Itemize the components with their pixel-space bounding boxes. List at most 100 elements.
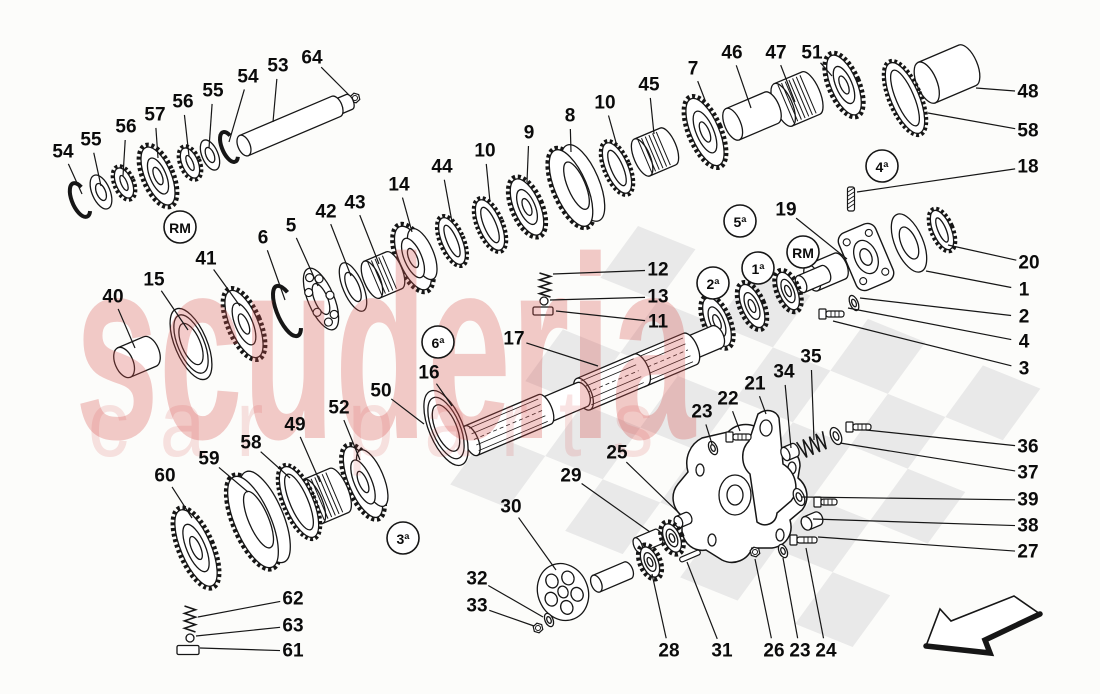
part-number-label: 52 [328,398,349,419]
part-hub-nut-40 [113,335,161,379]
part-key-11 [532,306,554,316]
part-number-label: 31 [711,641,733,662]
part-pump-cover-30 [536,562,590,622]
part-number-label: 4 [1019,332,1030,353]
part-gear-57 [136,142,180,210]
callout-38: 38 [812,516,1039,537]
part-washer-37 [829,426,843,446]
part-number-label: 47 [765,43,786,64]
gear-badge-label: 2ª [707,276,721,292]
part-number-label: 11 [648,312,669,333]
part-needle-bearing-43 [360,250,406,300]
part-key-61 [176,644,200,656]
part-bearing-16-50 [423,389,469,467]
callout-58: 58 [240,433,291,479]
callout-17: 17 [503,329,599,367]
callout-42: 42 [315,202,352,277]
part-nut-33 [532,622,544,634]
part-gear-7 [681,93,729,171]
callout-55: 55 [202,81,224,149]
callout-64: 64 [301,48,350,96]
callout-3: 3 [832,320,1029,380]
callout-10: 10 [474,141,496,203]
gear-badge-label: RM [792,245,814,261]
part-number-label: 15 [143,270,165,291]
callout-21: 21 [744,374,767,415]
part-bolt-22 [725,431,752,443]
callout-60: 60 [154,466,193,519]
part-number-label: 30 [500,497,521,518]
direction-arrow [923,595,1043,657]
part-washer-39 [792,487,806,507]
part-toothed-ring-10a [471,196,509,254]
part-number-label: 50 [370,381,391,402]
part-fitting-38 [813,496,838,508]
part-gear-60 [170,505,222,591]
part-synchro-hub-59 [223,470,291,572]
part-plug-25 [673,511,693,529]
part-number-label: 1 [1019,280,1030,301]
callout-63: 63 [195,616,304,637]
part-number-label: 54 [52,142,74,163]
part-number-label: 26 [763,641,784,662]
part-number-label: 48 [1017,82,1038,103]
callout-4: 4 [847,307,1030,353]
part-number-label: 42 [315,202,336,223]
gear-badge-label: 5ª [734,214,748,230]
part-number-label: 36 [1017,437,1038,458]
part-snap-ring-54a [67,181,93,219]
part-number-label: 63 [282,616,303,637]
gear-badge-label: 6ª [432,335,446,351]
part-piston-34 [780,442,800,462]
part-snap-ring-54b [218,130,240,164]
part-pump-gear-28 [635,542,665,582]
callout-49: 49 [284,415,321,483]
part-number-label: 56 [172,92,193,113]
callout-29: 29 [560,466,651,533]
badge-1ª: 1ª [741,251,775,285]
part-washer-42 [338,262,368,312]
callout-25: 25 [606,443,682,516]
callout-2: 2 [859,297,1029,328]
callout-41: 41 [195,249,241,307]
part-spring-12 [536,272,554,298]
callout-58: 58 [927,112,1039,142]
callout-54: 54 [228,67,259,143]
badge-5ª: 5ª [723,204,757,238]
part-main-shaft-17 [461,393,555,457]
part-pump-bracket-21 [742,409,797,526]
part-number-label: 10 [474,141,495,162]
part-spring-35 [795,431,827,458]
part-synchro-ring-58b [275,462,323,542]
part-number-label: 41 [195,249,217,270]
badge-RM: RM [786,235,820,269]
badge-2ª: 2ª [696,266,730,300]
part-plug-27 [800,511,824,531]
part-gear-9 [505,174,549,240]
callout-8: 8 [565,106,575,153]
part-bolt-24 [789,534,818,546]
part-number-label: 28 [658,641,679,662]
callout-50: 50 [370,381,425,425]
gear-badge-label: 3ª [397,531,411,547]
part-end-cup-48 [913,44,981,104]
badge-RM: RM [163,210,197,244]
callout-12: 12 [552,260,669,281]
part-spline-ring-56b [176,144,204,182]
part-number-label: 12 [647,260,668,281]
part-number-label: 14 [388,175,410,196]
part-number-label: 44 [431,157,453,178]
part-number-label: 57 [144,105,165,126]
part-gear-1a [734,280,770,332]
part-gear-2a [698,293,736,351]
part-shaft-section-46 [722,91,782,141]
watermark-title: scuderia [75,204,697,494]
callout-22: 22 [717,389,741,432]
part-number-label: 20 [1018,253,1039,274]
part-number-label: 13 [647,287,668,308]
callout-54: 54 [52,142,83,195]
callout-51: 51 [801,43,833,77]
